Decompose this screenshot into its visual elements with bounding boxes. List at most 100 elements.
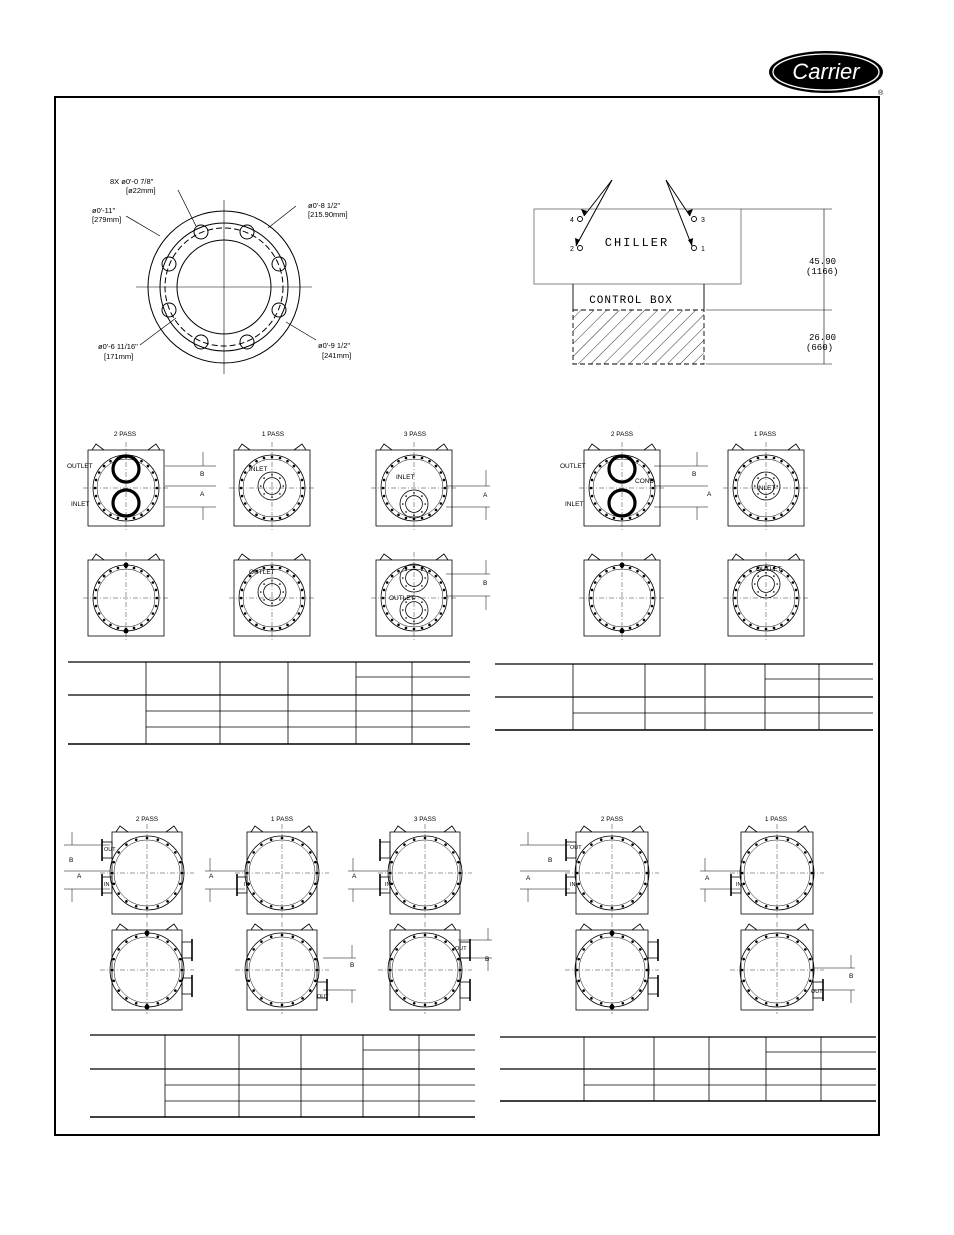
inlet-label: INLET (396, 474, 414, 481)
outlet-label: OUTLET (756, 566, 782, 573)
pass-title: 1 PASS (754, 431, 777, 438)
control-box-label: CONTROL BOX (589, 295, 673, 307)
out-tag: OUT (317, 994, 329, 1000)
dim-a: A (200, 491, 205, 498)
registered-mark: ® (878, 89, 884, 96)
waterbox (83, 552, 169, 640)
pass-title: 2 PASS (601, 816, 624, 823)
waterbox (579, 552, 665, 640)
out-tag: OUT (104, 847, 116, 853)
dim-b: B (485, 956, 489, 963)
waterbox (100, 922, 194, 1014)
diameter-11-label: ø0'-11" (92, 206, 115, 215)
in-out-tags: OUT IN IN IN OUT IN IN OUT OUT OUT (104, 845, 823, 1000)
dimension-letters: B A A B B A B A A A B A A B B B (69, 471, 853, 980)
pass-title: 1 PASS (271, 816, 294, 823)
in-tag: IN (104, 882, 110, 888)
inlet-label: INLET (71, 501, 89, 508)
point-4: 4 (570, 217, 574, 224)
waterbox (378, 824, 472, 918)
dim-a: A (705, 875, 710, 882)
pass-title: 2 PASS (136, 816, 159, 823)
dimension-lines (64, 452, 855, 1003)
cond-label: COND (635, 478, 654, 485)
chiller-labels: CHILLER CONTROL BOX 4 3 2 1 45.90 (1166)… (570, 217, 838, 353)
inlet-label: INLET (565, 501, 583, 508)
in-tag: IN (244, 882, 250, 888)
diameter-11-mm-label: [279mm] (92, 215, 121, 224)
diameter-6-mm-label: [171mm] (104, 352, 133, 361)
brand-name: Carrier (792, 59, 861, 84)
flange-detail (125, 189, 317, 374)
dim-a: A (352, 873, 357, 880)
waterbox (730, 922, 824, 1014)
dim-a: A (483, 492, 488, 499)
dim-b: B (483, 580, 487, 587)
pass-title: 1 PASS (765, 816, 788, 823)
point-3: 3 (701, 217, 705, 224)
waterbox (229, 552, 315, 640)
waterbox (371, 442, 457, 530)
waterbox (235, 824, 329, 918)
dim-b: B (69, 857, 73, 864)
dimension-table (500, 1036, 876, 1102)
out-tag: OUT (570, 845, 582, 851)
dim-a: A (209, 873, 214, 880)
waterbox (565, 824, 659, 918)
nozzle-labels: OUTLET INLET INLET INLET OUTLET OUTLET O… (67, 463, 782, 602)
chiller-plan (533, 179, 832, 365)
diameter-9-mm-label: [241mm] (322, 351, 351, 360)
bolt-holes (161, 224, 287, 350)
in-tag: IN (736, 882, 742, 888)
in-tag: IN (385, 882, 391, 888)
dim-b: B (849, 973, 853, 980)
waterbox (83, 442, 169, 530)
dim-b: B (350, 962, 354, 969)
diameter-8-mm-label: [215.90mm] (308, 210, 348, 219)
dimension-table (90, 1034, 475, 1118)
drawing-frame (54, 96, 880, 1136)
outlet-label: OUTLET (389, 595, 415, 602)
pass-title: 2 PASS (114, 431, 137, 438)
dimension-table (495, 663, 873, 731)
waterbox (100, 824, 194, 918)
outlet-label: OUTLET (67, 463, 93, 470)
bolt-label: 8X ø0'-0 7/8" (110, 177, 154, 186)
dim-b: B (200, 471, 204, 478)
waterbox (723, 442, 809, 530)
dim-a: A (77, 873, 82, 880)
inlet-label: INLET (249, 466, 267, 473)
waterbox (579, 442, 665, 530)
bolt-mm-label: [ø22mm] (126, 186, 156, 195)
diameter-6-label: ø0'-6 11/16" (98, 342, 138, 351)
dim-a: A (707, 491, 712, 498)
inlet-label: INLET (757, 485, 775, 492)
pass-title: 2 PASS (611, 431, 634, 438)
pass-title: 3 PASS (414, 816, 437, 823)
flange-labels: 8X ø0'-0 7/8" [ø22mm] ø0'-11" [279mm] ø0… (92, 177, 351, 361)
height-dim-mm: (1166) (806, 267, 838, 277)
in-tag: IN (570, 882, 576, 888)
pass-title: 1 PASS (262, 431, 285, 438)
out-tag: OUT (455, 946, 467, 952)
waterbox (565, 922, 659, 1014)
box-dim: 26.00 (809, 333, 836, 343)
dim-a: A (526, 875, 531, 882)
carrier-logo: Carrier ® (769, 51, 884, 96)
outlet-label: OUTLET (249, 569, 275, 576)
waterbox (723, 552, 809, 640)
diameter-8-label: ø0'-8 1/2" (308, 201, 340, 210)
chiller-label: CHILLER (605, 236, 669, 250)
waterbox (235, 922, 329, 1014)
waterbox (730, 824, 824, 918)
pass-titles: 2 PASS 1 PASS 3 PASS 2 PASS 1 PASS 2 PAS… (114, 431, 788, 823)
dimension-table (68, 661, 470, 745)
out-tag: OUT (811, 989, 823, 995)
dim-b: B (548, 857, 552, 864)
outlet-label: OUTLET (560, 463, 586, 470)
point-2: 2 (570, 246, 574, 253)
point-1: 1 (701, 246, 705, 253)
dimension-tables (68, 661, 876, 1118)
dim-b: B (692, 471, 696, 478)
